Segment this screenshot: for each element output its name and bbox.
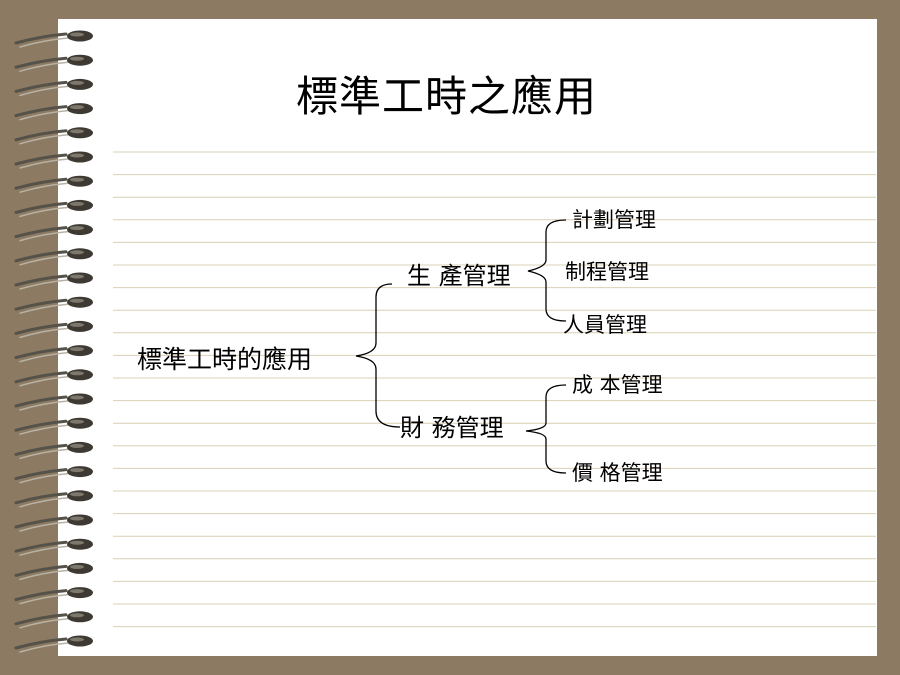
- leaf-cost-management: 成 本管理: [572, 373, 663, 397]
- spiral-ring: [14, 272, 93, 290]
- spiral-ring: [14, 175, 93, 193]
- spiral-ring: [14, 127, 93, 145]
- tree-root-label: 標準工時的應用: [137, 345, 313, 374]
- spiral-ring: [14, 151, 93, 169]
- spiral-ring: [14, 538, 93, 556]
- spiral-ring: [14, 296, 93, 314]
- spiral-ring: [14, 417, 93, 435]
- spiral-ring: [14, 320, 93, 339]
- spiral-ring: [14, 587, 93, 605]
- spiral-ring: [14, 54, 93, 72]
- spiral-ring: [14, 514, 93, 532]
- root-bracket: [355, 283, 401, 428]
- spiral-ring: [14, 103, 93, 121]
- spiral-ring: [14, 466, 93, 484]
- notebook-paper: [58, 19, 877, 656]
- spiral-ring: [14, 30, 93, 48]
- spiral-ring: [14, 345, 93, 363]
- finance-bracket: [525, 384, 567, 474]
- spiral-ring: [14, 635, 93, 653]
- spiral-ring: [14, 393, 93, 411]
- leaf-plan-management: 計劃管理: [572, 208, 656, 232]
- page-title: 標準工時之應用: [296, 72, 598, 121]
- branch-finance-label: 財 務管理: [400, 414, 504, 442]
- spiral-ring: [14, 562, 93, 581]
- spiral-ring: [14, 224, 93, 242]
- spiral-ring: [14, 611, 93, 629]
- spiral-ring: [14, 441, 93, 460]
- spiral-ring: [14, 248, 93, 266]
- leaf-personnel-management: 人員管理: [563, 313, 647, 337]
- spiral-ring: [14, 490, 93, 508]
- production-bracket: [527, 219, 567, 322]
- spiral-ring: [14, 78, 93, 97]
- spiral-ring: [14, 369, 93, 387]
- leaf-process-management: 制程管理: [565, 260, 649, 284]
- leaf-price-management: 價 格管理: [572, 461, 663, 485]
- spiral-ring: [14, 199, 93, 218]
- branch-production-label: 生 產管理: [407, 262, 511, 290]
